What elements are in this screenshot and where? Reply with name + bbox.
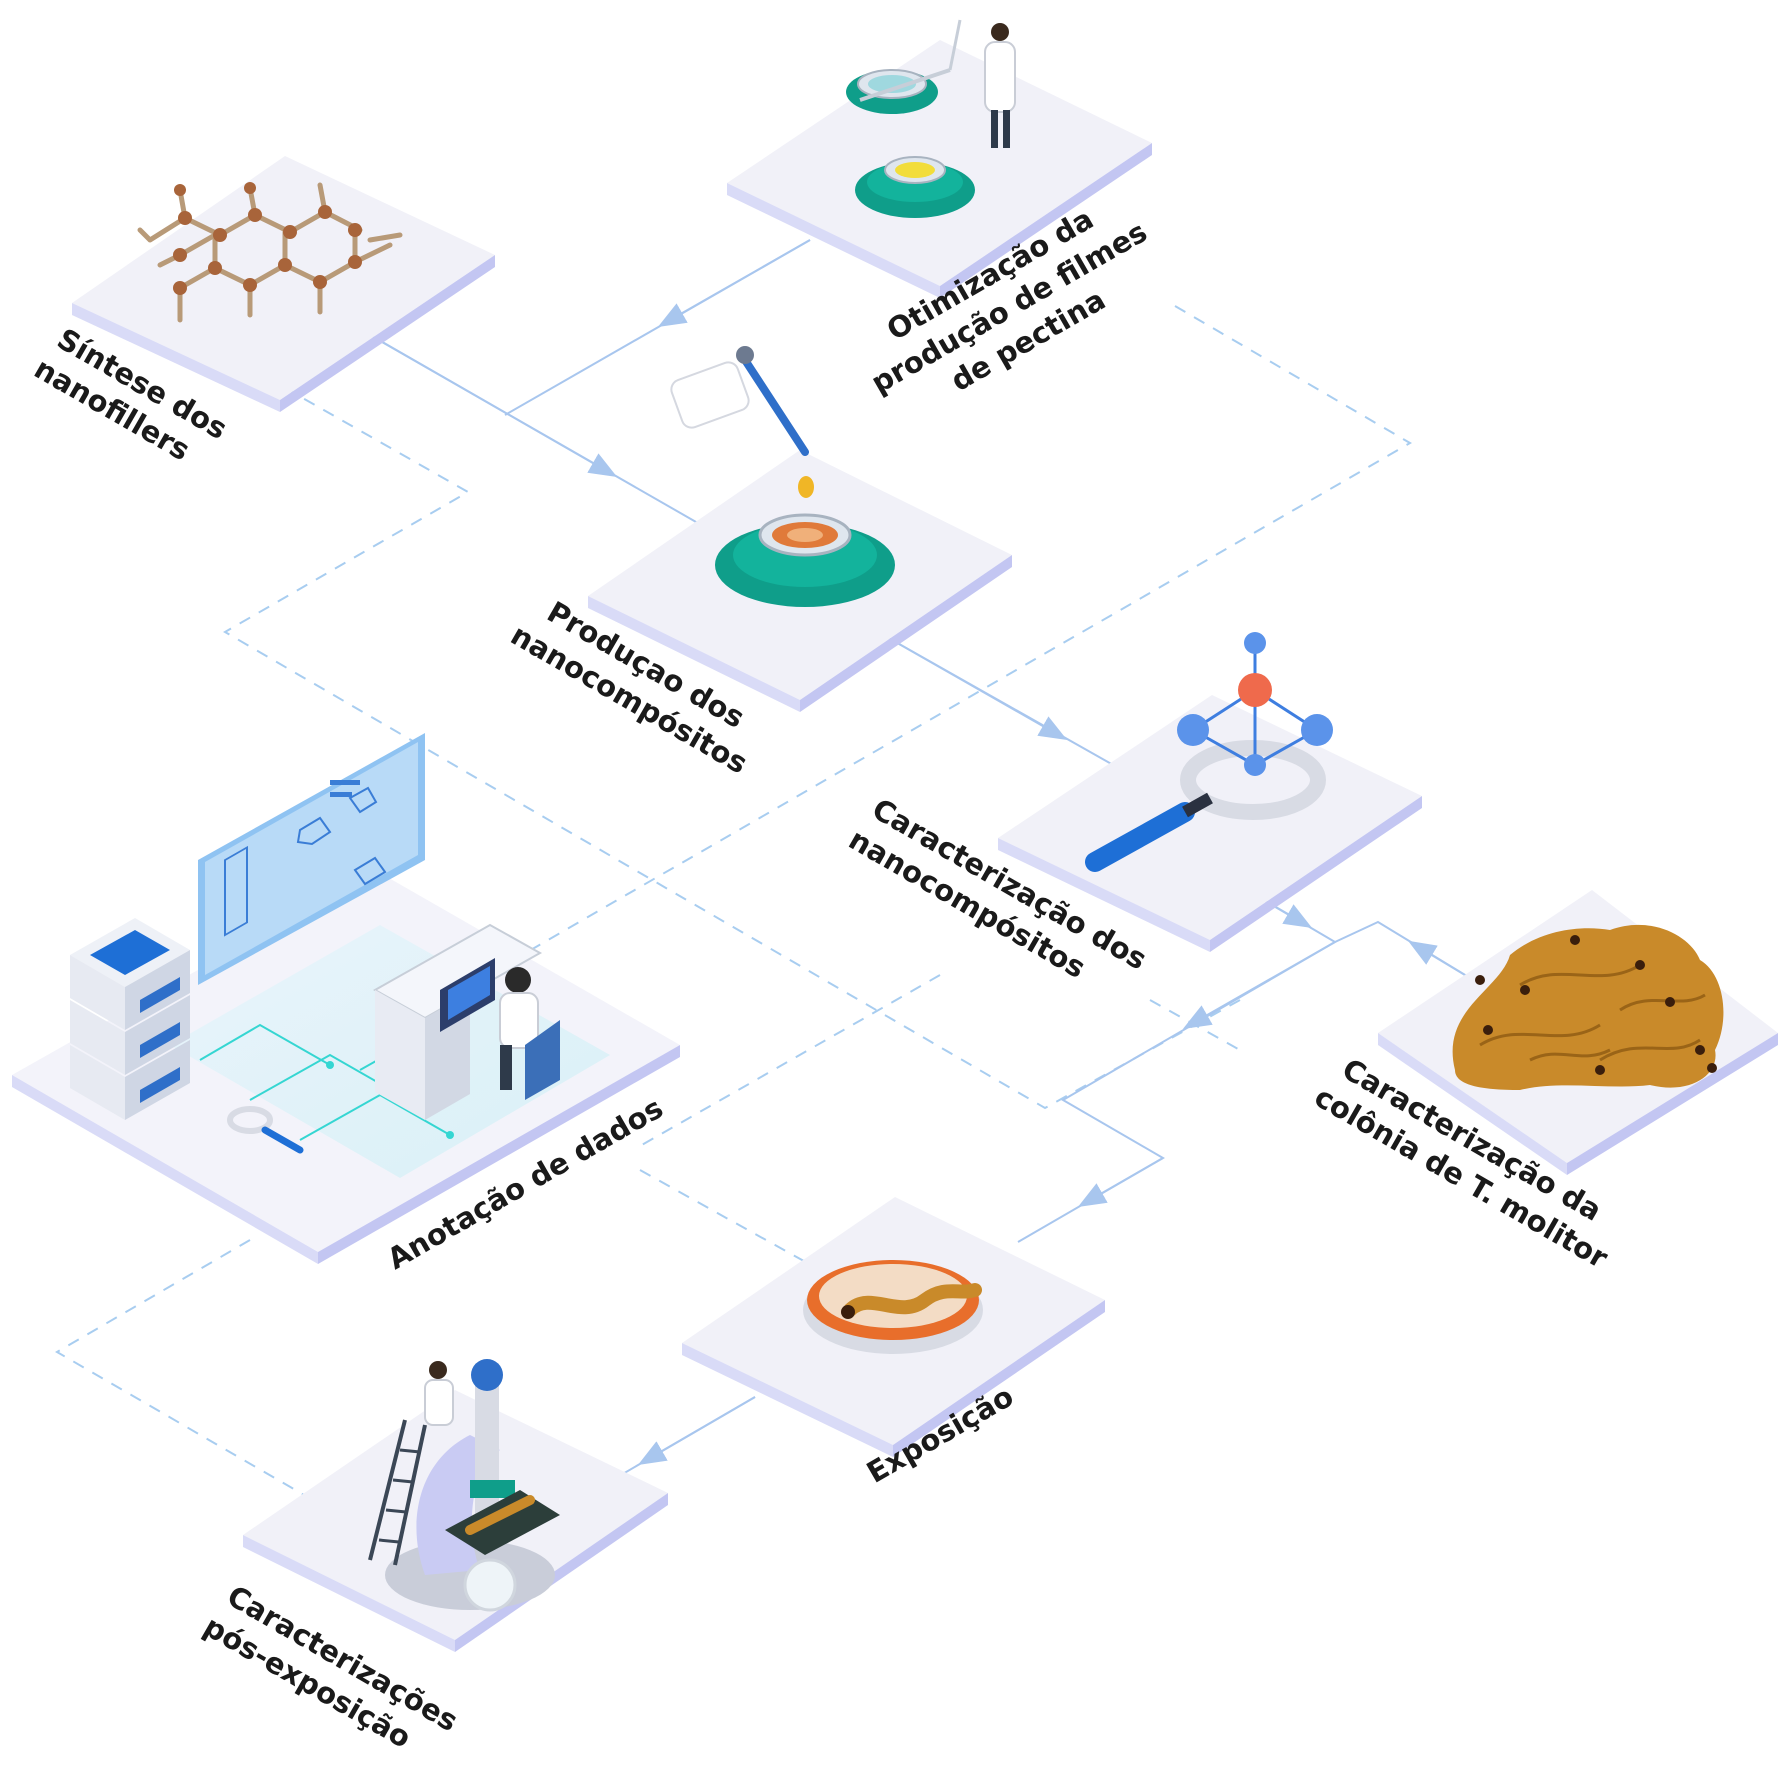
pipette-over-petri-dish-icon [670, 346, 895, 607]
server-rack [70, 918, 190, 1120]
magnifier-with-molecule-icon [1085, 632, 1333, 872]
larva-in-petri-dish-icon [803, 1260, 983, 1354]
platform-caracterizacao-nano [998, 695, 1422, 952]
data-workstation-icon [70, 733, 560, 1154]
larvae-pile-icon [1452, 924, 1724, 1090]
hexagonal-lattice-icon [137, 182, 403, 323]
scientist-with-petri-dishes-icon [846, 19, 1016, 218]
flow-connectors [369, 239, 1471, 1526]
arrow-colonia-to-merge [1334, 920, 1471, 979]
platform-sintese [72, 156, 495, 412]
microscope-icon [368, 1359, 560, 1612]
